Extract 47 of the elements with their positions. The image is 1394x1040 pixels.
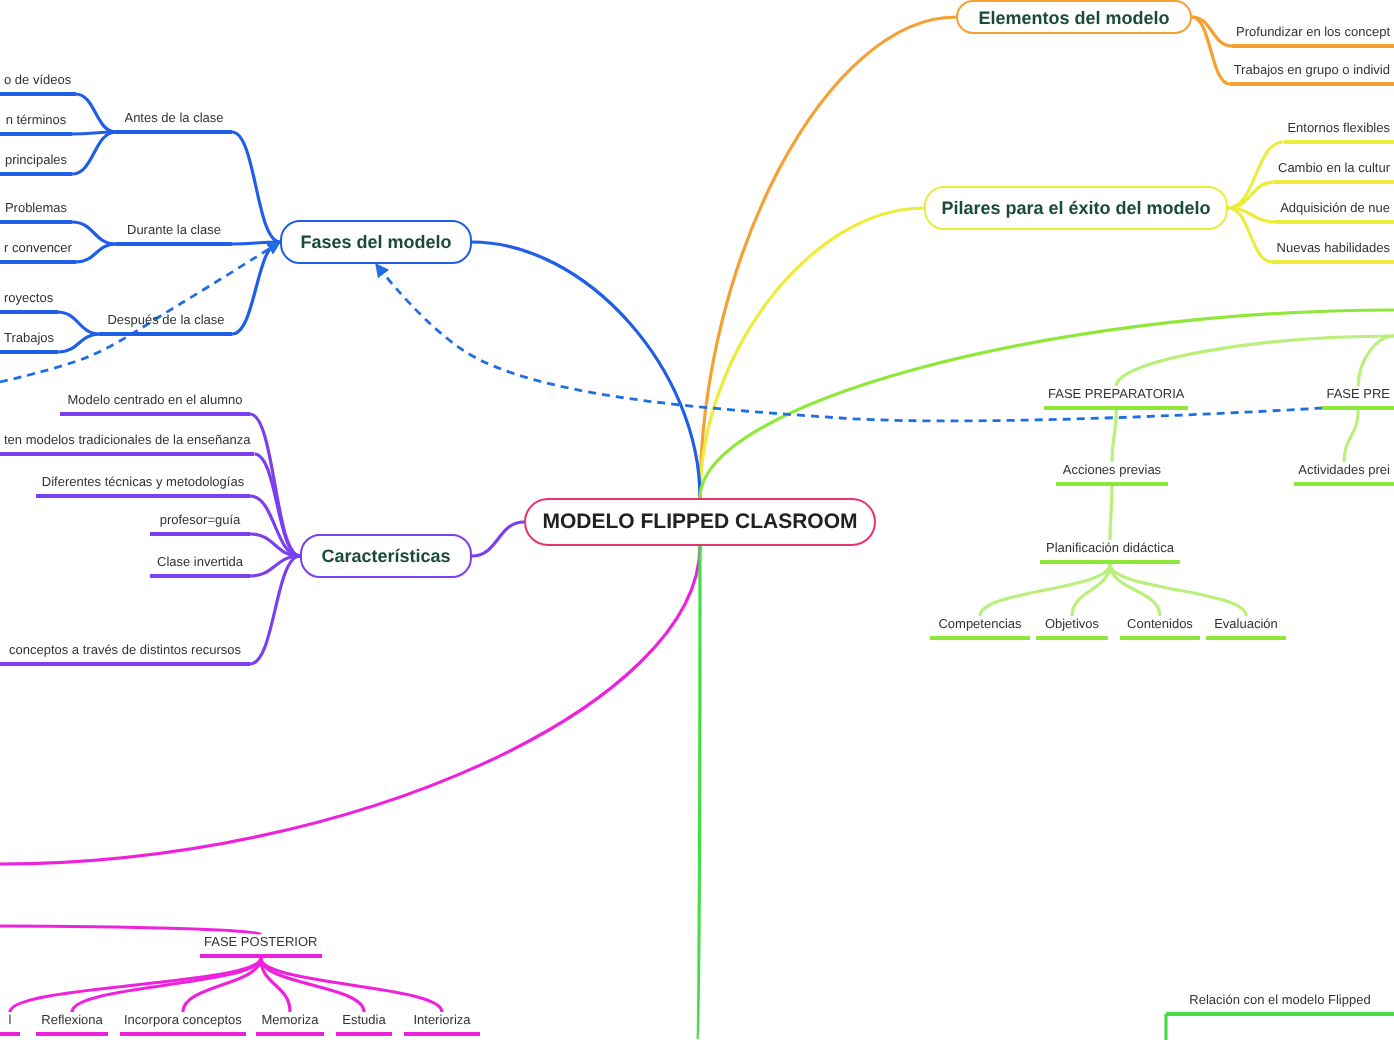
- main-topic: Características: [300, 534, 472, 578]
- branch-line: [1164, 1014, 1168, 1040]
- branch-line: [253, 452, 301, 558]
- branch-line: [978, 563, 1112, 617]
- branch-line: [1070, 563, 1112, 617]
- branch-line: [471, 240, 702, 499]
- branch-line: [232, 240, 280, 246]
- branch-line: [57, 310, 101, 336]
- branch-line: [231, 240, 281, 336]
- branch-line: [1342, 409, 1360, 463]
- main-topic: Fases del modelo: [280, 220, 472, 264]
- branch-line: [1227, 206, 1273, 264]
- branch-line: [471, 520, 525, 558]
- branch-line: [1227, 206, 1277, 224]
- dashed-arrow: [0, 240, 282, 384]
- branch-line: [72, 130, 116, 136]
- branch-line: [249, 554, 301, 666]
- branch-line: [71, 130, 117, 176]
- branch-line: [259, 957, 366, 1013]
- branch-line: [1356, 334, 1394, 387]
- branch-line: [1227, 180, 1275, 210]
- main-topic: Pilares para el éxito del modelo: [924, 186, 1228, 230]
- branch-line: [698, 308, 1394, 499]
- branch-line: [1108, 563, 1162, 617]
- branch-line: [1108, 563, 1248, 617]
- branch-line: [58, 332, 101, 354]
- dashed-arrow: [374, 262, 1323, 423]
- branch-line: [231, 130, 281, 244]
- central-topic: MODELO FLIPPED CLASROOM: [524, 498, 876, 546]
- branch-line: [1191, 15, 1231, 86]
- branch-line: [70, 957, 263, 1013]
- branch-line: [71, 220, 117, 246]
- branch-line: [1227, 140, 1284, 210]
- branch-line: [75, 242, 117, 264]
- branch-line: [696, 546, 702, 1040]
- branch-line: [259, 957, 292, 1013]
- branch-line: [0, 924, 262, 936]
- branch-line: [1108, 486, 1114, 540]
- branch-line: [181, 957, 263, 1013]
- branch-line: [8, 957, 262, 1013]
- branch-line: [1191, 15, 1233, 48]
- branch-line: [1110, 409, 1118, 463]
- main-topic: Elementos del modelo: [956, 0, 1192, 34]
- branch-line: [249, 494, 301, 558]
- branch-line: [1114, 334, 1394, 387]
- branch-line: [259, 957, 444, 1013]
- branch-line: [74, 92, 117, 134]
